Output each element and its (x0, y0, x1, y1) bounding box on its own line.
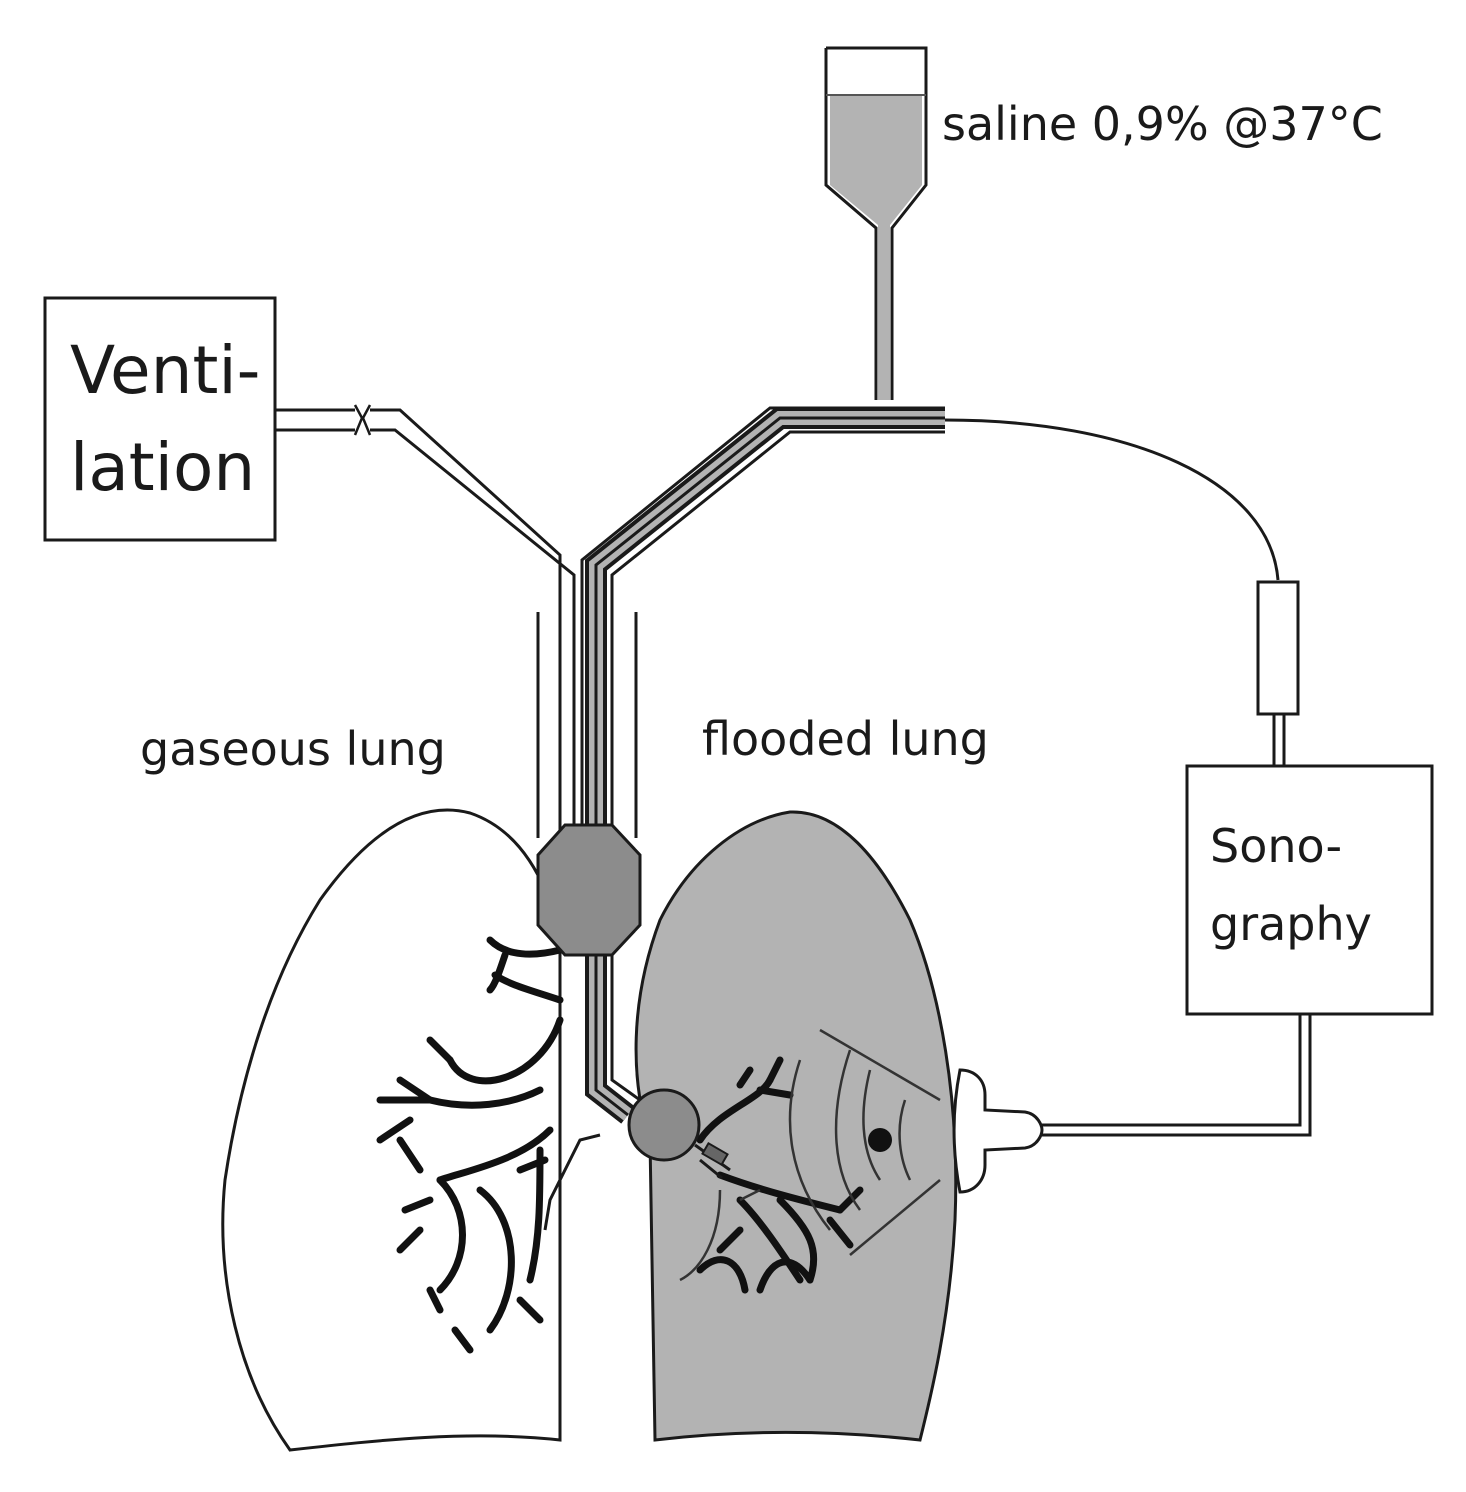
ventilation-label-line2: lation (70, 429, 255, 506)
lower-cuff (627, 1088, 731, 1180)
sonography-label-line2: graphy (1210, 897, 1372, 951)
probe-cable (1040, 1014, 1312, 1137)
flooded-lung (634, 810, 958, 1442)
gaseous-bronchial-tree (376, 936, 564, 1354)
sonography-label-line1: Sono- (1210, 819, 1342, 873)
ventilation-tube (275, 404, 576, 870)
flooded-bronchial-tree (696, 1056, 864, 1294)
trachea-walls (536, 612, 638, 838)
gaseous-lung-label: gaseous lung (140, 722, 446, 776)
gaseous-lung (221, 808, 601, 1452)
sonography-cable (944, 418, 1300, 765)
saline-label: saline 0,9% @37°C (942, 97, 1383, 151)
focus-dot (868, 1128, 892, 1152)
ultrasound-fan (679, 1028, 941, 1282)
flooded-lung-label: flooded lung (702, 712, 989, 766)
upper-cuff (536, 823, 642, 957)
saline-container (824, 46, 928, 400)
ultrasound-probe (952, 1068, 1044, 1194)
saline-fluid (830, 95, 922, 400)
sonography-box (1185, 764, 1434, 1016)
ventilation-box (43, 296, 277, 542)
ventilation-label-line1: Venti- (70, 332, 261, 409)
lavage-tube (580, 406, 945, 1124)
saline-reservoir (824, 46, 928, 400)
